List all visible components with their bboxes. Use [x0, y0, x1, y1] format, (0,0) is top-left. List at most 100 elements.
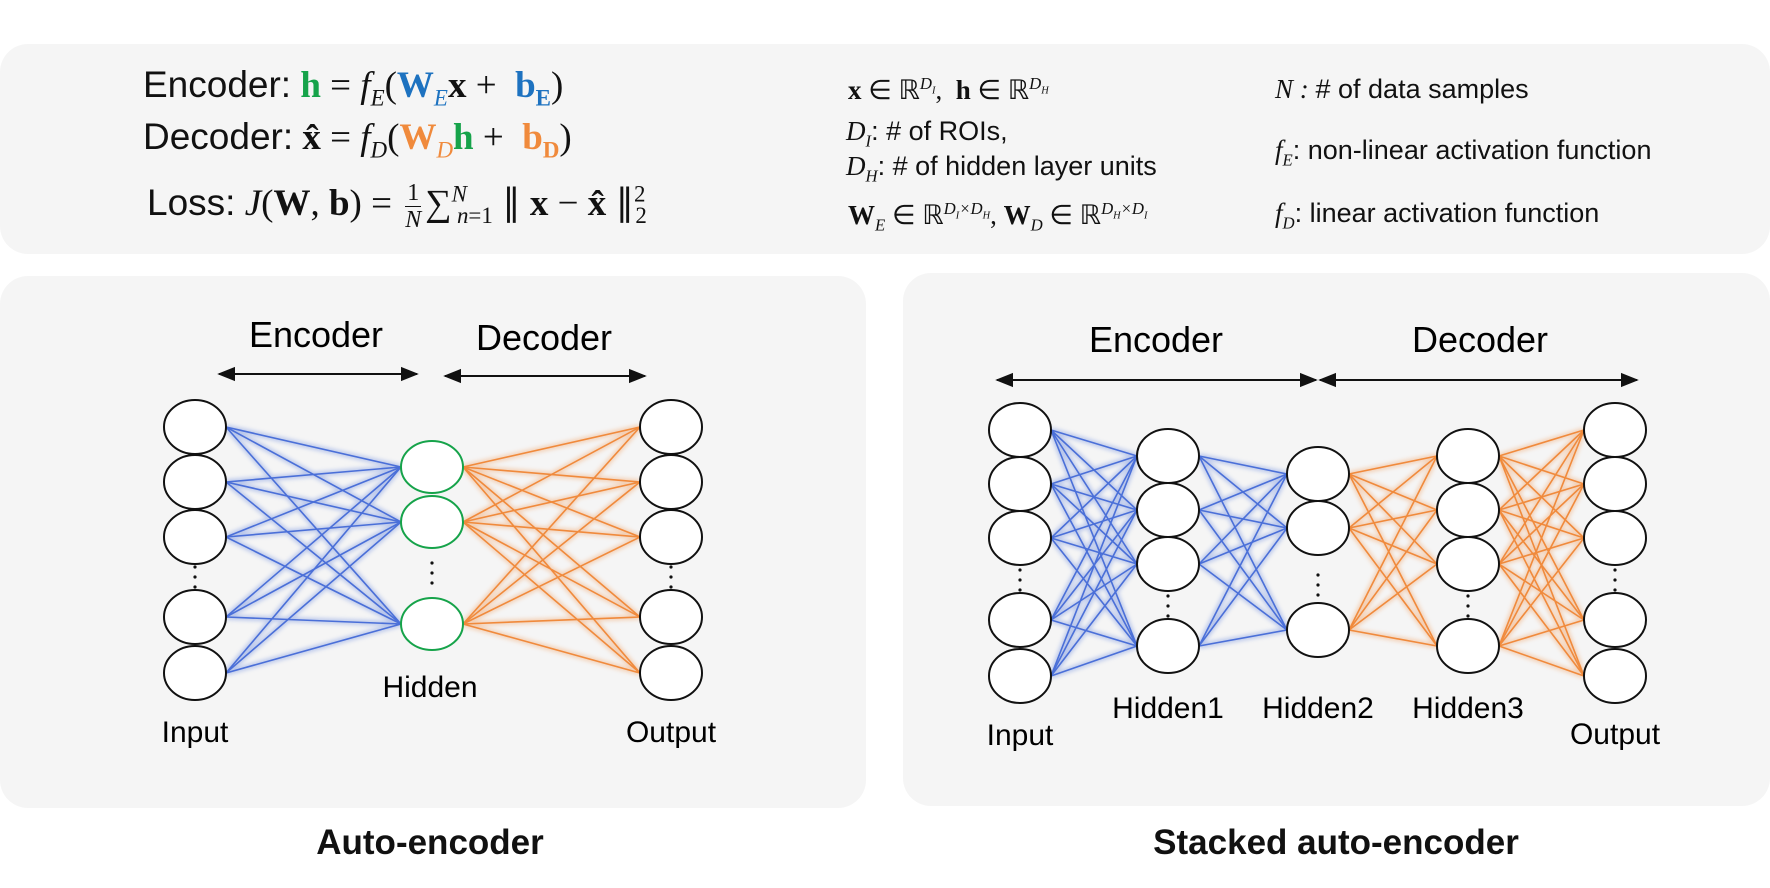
- di-definition: DI: # of ROIs,: [846, 116, 1008, 151]
- autoencoder-caption: Auto-encoder: [316, 823, 544, 862]
- right-decoder-label: Decoder: [1412, 319, 1548, 360]
- left-decoder-edge: [462, 481, 641, 523]
- left-hidden-node: [400, 440, 464, 494]
- formula-panel: [0, 44, 1770, 254]
- dimension-definition: x ∈ ℝDI, h ∈ ℝDH: [848, 74, 1049, 105]
- decoder-equation: Decoder: x̂ = fD(WDh + bD): [143, 116, 572, 163]
- right-hidden1-hidden2-edge: [1198, 563, 1288, 631]
- right-hidden3-label: Hidden3: [1412, 692, 1524, 725]
- right-hidden1-hidden2-edge: [1198, 455, 1288, 631]
- right-hidden2-ellipsis-dot: [1316, 573, 1320, 577]
- right-output-ellipsis-dot: [1613, 578, 1617, 582]
- left-encoder-edge: [225, 466, 402, 674]
- right-output-node: [1583, 510, 1647, 566]
- left-input-node: [163, 645, 227, 701]
- left-decoder-edge: [462, 536, 641, 625]
- right-input-node: [988, 402, 1052, 458]
- left-encoder-edge: [225, 521, 402, 538]
- left-hidden-node: [400, 597, 464, 651]
- right-hidden2-label: Hidden2: [1262, 692, 1374, 725]
- left-decoder-connections: [461, 424, 642, 676]
- right-input-hidden1-edge: [1050, 619, 1138, 647]
- right-hidden1-hidden2-edge: [1198, 455, 1288, 475]
- right-hidden3-output-edge: [1498, 429, 1585, 457]
- right-hidden2-hidden3-edge: [1348, 473, 1438, 647]
- left-encoder-edge: [225, 616, 402, 625]
- left-hidden-ellipsis-dot: [430, 561, 434, 565]
- right-hidden3-ellipsis-dot: [1466, 614, 1470, 618]
- left-input-ellipsis-dot: [193, 575, 197, 579]
- left-decoder-edge: [462, 616, 641, 625]
- right-hidden2-ellipsis-dot: [1316, 583, 1320, 587]
- right-input-label: Input: [987, 719, 1054, 752]
- left-input-node: [163, 454, 227, 510]
- right-hidden2-node: [1286, 500, 1350, 556]
- left-input-label: Input: [162, 716, 229, 749]
- right-input-hidden1-edge: [1050, 429, 1138, 457]
- left-encoder-label: Encoder: [249, 314, 383, 355]
- left-encoder-edge: [225, 466, 402, 538]
- left-hidden-label: Hidden: [382, 671, 477, 704]
- left-decoder-label: Decoder: [476, 317, 612, 358]
- right-hidden1-ellipsis-dot: [1166, 604, 1170, 608]
- left-output-node: [639, 645, 703, 701]
- left-hidden-ellipsis-dot: [430, 581, 434, 585]
- right-hidden2-ellipsis-dot: [1316, 593, 1320, 597]
- right-output-node: [1583, 648, 1647, 704]
- right-hidden3-output-edge: [1498, 429, 1585, 511]
- right-hidden1-hidden2-edge: [1198, 473, 1288, 647]
- right-input-hidden1-edge: [1050, 563, 1138, 677]
- left-decoder-edge: [462, 521, 641, 674]
- right-hidden1-ellipsis-dot: [1166, 614, 1170, 618]
- right-output-label: Output: [1570, 718, 1661, 751]
- left-input-ellipsis-dot: [193, 585, 197, 589]
- left-decoder-edge: [462, 426, 641, 523]
- left-output-node: [639, 509, 703, 565]
- right-hidden2-hidden3-edge: [1348, 509, 1438, 631]
- right-input-hidden1-edge: [1050, 537, 1138, 565]
- right-hidden1-hidden2-edge: [1198, 629, 1288, 647]
- stacked-autoencoder-caption: Stacked auto-encoder: [1153, 823, 1519, 862]
- right-hidden3-output-edge: [1498, 537, 1585, 565]
- right-hidden3-output-edge: [1498, 537, 1585, 647]
- right-output-ellipsis-dot: [1613, 588, 1617, 592]
- left-encoder-connections: [224, 424, 403, 676]
- right-input-node: [988, 592, 1052, 648]
- left-hidden-ellipsis-dot: [430, 571, 434, 575]
- left-decoder-edge: [462, 466, 641, 618]
- right-hidden1-hidden2-edge: [1198, 473, 1288, 565]
- left-hidden-node: [400, 495, 464, 549]
- right-hidden3-output-connections: [1496, 427, 1587, 679]
- left-input-node: [163, 509, 227, 565]
- right-input-hidden1-edge: [1050, 455, 1138, 621]
- right-input-hidden1-edge: [1050, 509, 1138, 677]
- right-input-hidden1-connections: [1048, 427, 1140, 679]
- right-hidden2-hidden3-connections: [1346, 453, 1440, 649]
- right-hidden3-ellipsis-dot: [1466, 594, 1470, 598]
- right-hidden2-hidden3-edge: [1348, 629, 1438, 647]
- right-input-ellipsis-dot: [1018, 588, 1022, 592]
- right-hidden1-label: Hidden1: [1112, 692, 1224, 725]
- right-hidden1-node: [1136, 618, 1200, 674]
- right-output-node: [1583, 402, 1647, 458]
- left-output-label: Output: [626, 716, 717, 749]
- fe-definition: fE: non-linear activation function: [1275, 135, 1652, 170]
- left-encoder-edge: [225, 466, 402, 618]
- right-hidden2-hidden3-edge: [1348, 455, 1438, 529]
- right-hidden3-output-edge: [1498, 645, 1585, 677]
- left-output-ellipsis-dot: [669, 575, 673, 579]
- right-hidden2-hidden3-edge: [1348, 455, 1438, 631]
- right-hidden2-node: [1286, 446, 1350, 502]
- encoder-equation: Encoder: h = fE(WEx + bE): [143, 64, 564, 111]
- left-decoder-edge: [462, 481, 641, 625]
- right-input-hidden1-edge: [1050, 509, 1138, 539]
- left-decoder-edge: [462, 623, 641, 674]
- right-hidden1-ellipsis-dot: [1166, 594, 1170, 598]
- left-output-node: [639, 399, 703, 455]
- right-hidden1-hidden2-edge: [1198, 509, 1288, 631]
- left-decoder-edge: [462, 426, 641, 625]
- right-hidden1-hidden2-connections: [1196, 453, 1290, 649]
- right-input-hidden1-edge: [1050, 455, 1138, 485]
- left-output-ellipsis-dot: [669, 565, 673, 569]
